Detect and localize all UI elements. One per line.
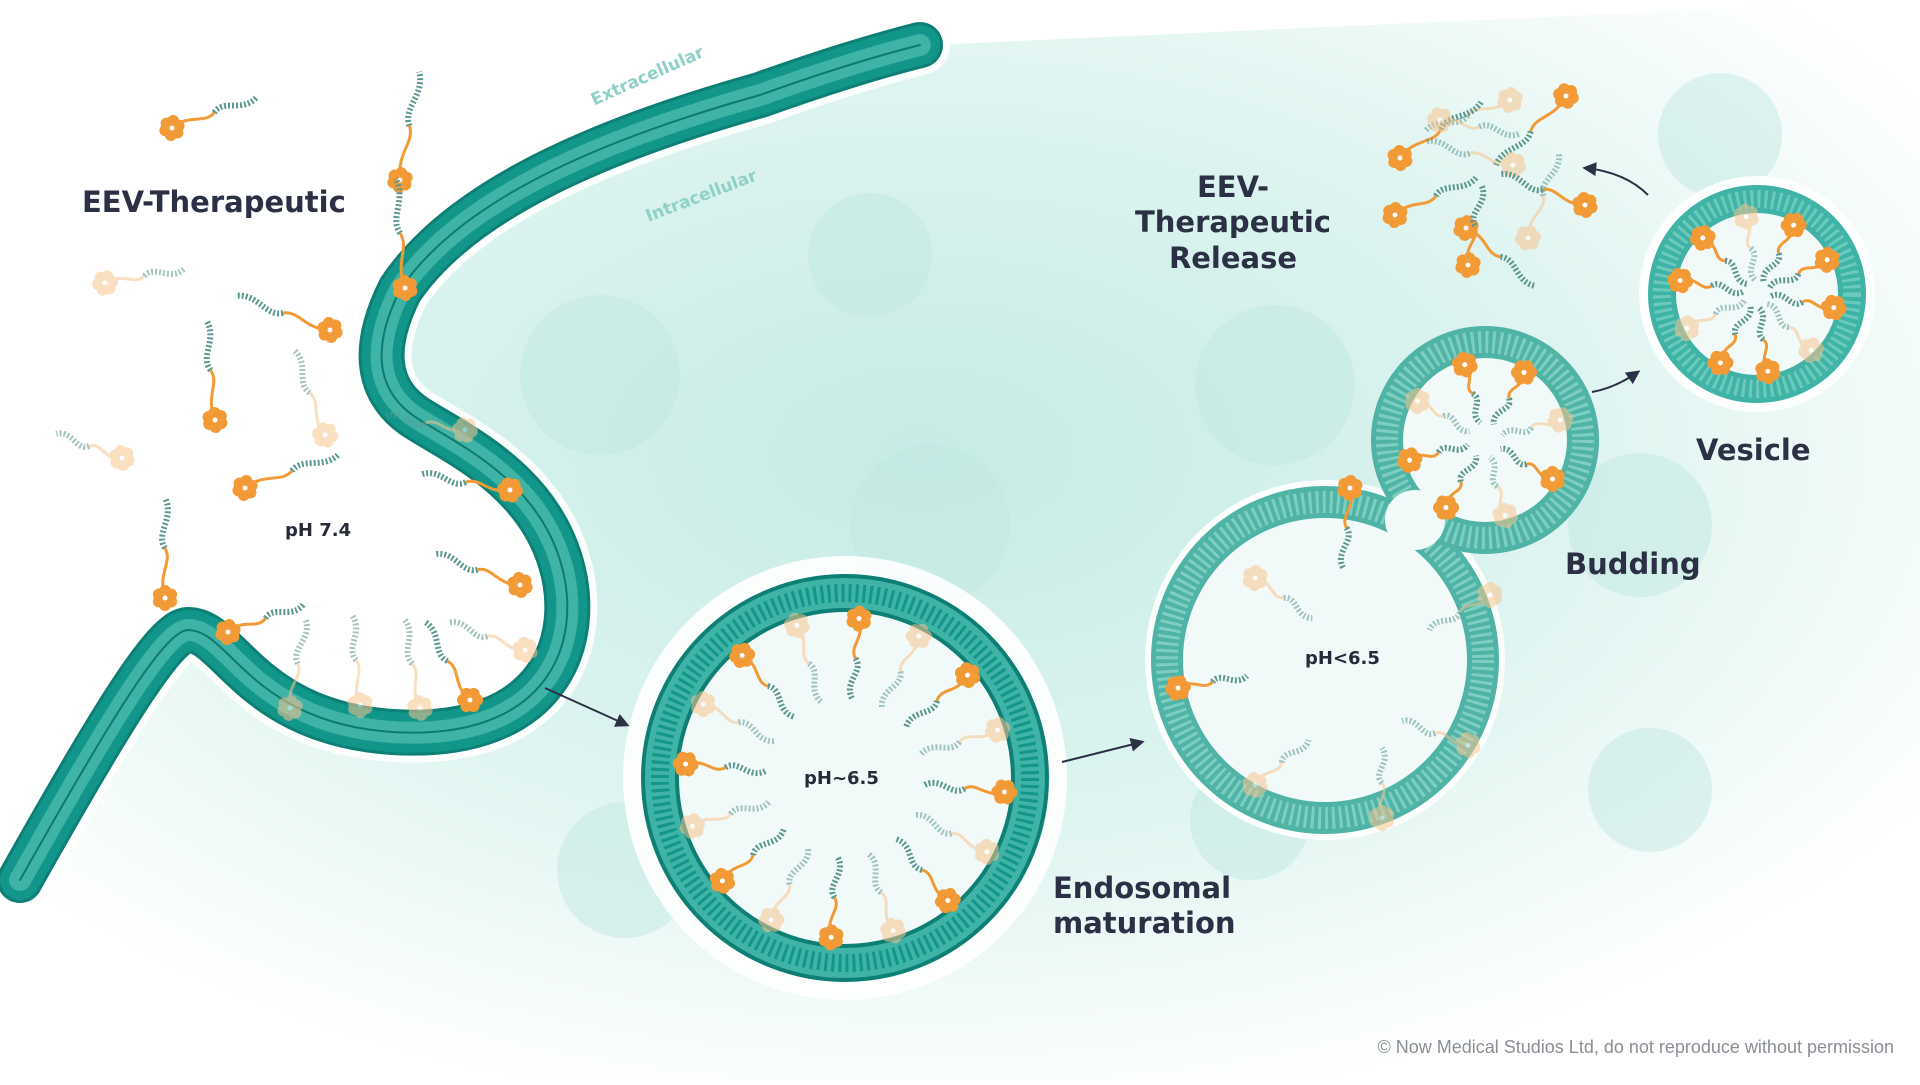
peptide-molecule bbox=[92, 266, 186, 296]
peptide-molecule bbox=[277, 618, 310, 721]
peptide-molecule bbox=[923, 779, 1018, 805]
peptide-molecule bbox=[434, 551, 533, 598]
release-line1: EEV-Therapeutic bbox=[1134, 170, 1332, 240]
arrow-to-maturation bbox=[1061, 737, 1145, 763]
peptide-molecule bbox=[1500, 445, 1565, 493]
peptide-molecule bbox=[1369, 746, 1395, 831]
peptide-molecule bbox=[401, 617, 433, 721]
peptide-molecule bbox=[159, 94, 259, 141]
peptide-molecule bbox=[449, 619, 538, 663]
peptide-molecule bbox=[878, 623, 932, 708]
arrow-to-endosome bbox=[544, 687, 630, 727]
peptide-molecule bbox=[1755, 305, 1781, 385]
peptide-molecule bbox=[291, 348, 338, 448]
ph-65-label: pH~6.5 bbox=[804, 768, 879, 789]
peptide-molecule bbox=[729, 642, 795, 720]
peptide-molecule bbox=[1401, 717, 1481, 758]
peptide-molecule bbox=[1492, 83, 1579, 168]
peptide-molecule bbox=[1426, 581, 1503, 632]
peptide-molecule bbox=[1515, 152, 1562, 251]
peptide-molecule bbox=[1766, 246, 1840, 290]
peptide-molecule bbox=[672, 751, 767, 777]
peptide-molecule bbox=[1689, 225, 1749, 287]
peptide-molecule bbox=[690, 691, 775, 745]
endosomal-line2: maturation bbox=[1053, 906, 1236, 941]
molecules bbox=[55, 70, 1847, 951]
peptide-molecule bbox=[1242, 564, 1313, 622]
peptide-molecule bbox=[1674, 298, 1748, 342]
peptide-molecule bbox=[1733, 203, 1759, 283]
peptide-molecule bbox=[1452, 351, 1483, 426]
process-arrows bbox=[544, 162, 1649, 763]
plasma-membrane bbox=[0, 15, 950, 910]
peptide-molecule bbox=[215, 602, 306, 645]
peptide-molecule bbox=[1396, 442, 1471, 473]
peptide-molecule bbox=[385, 411, 478, 443]
peptide-molecule bbox=[758, 848, 812, 933]
peptide-molecule bbox=[915, 811, 1000, 865]
peptide-molecule bbox=[1499, 407, 1574, 438]
copyright-notice: © Now Medical Studios Ltd, do not reprod… bbox=[1377, 1037, 1894, 1057]
peptide-molecule bbox=[1490, 360, 1538, 425]
release-line2: Release bbox=[1168, 240, 1298, 275]
peptide-molecule bbox=[709, 828, 787, 894]
vesicle-label: Vesicle bbox=[1696, 433, 1811, 467]
peptide-molecule bbox=[818, 856, 844, 951]
peptide-molecule bbox=[423, 619, 484, 713]
endosomal-maturation-label: Endosomal maturation bbox=[1053, 871, 1236, 942]
ph-74-label: pH 7.4 bbox=[285, 520, 352, 541]
peptide-molecule bbox=[1242, 738, 1312, 798]
peptide-molecule bbox=[919, 717, 1011, 757]
peptide-molecule bbox=[387, 70, 424, 193]
peptide-molecule bbox=[1499, 171, 1598, 218]
peptide-molecule bbox=[1769, 291, 1847, 321]
peptide-molecule bbox=[866, 852, 906, 944]
ph-below-65-label: pH<6.5 bbox=[1305, 648, 1380, 669]
peptide-molecule bbox=[202, 318, 228, 433]
peptide-molecule bbox=[784, 612, 824, 704]
peptide-molecule bbox=[420, 470, 523, 503]
peptide-molecule bbox=[152, 496, 178, 611]
peptide-molecule bbox=[1487, 454, 1518, 529]
peptide-molecule bbox=[1765, 301, 1825, 363]
peptide-molecule bbox=[347, 613, 373, 718]
budding-label: Budding bbox=[1565, 547, 1701, 581]
peptide-molecule bbox=[1432, 455, 1480, 520]
eev-therapeutic-label: EEV-Therapeutic bbox=[82, 185, 346, 219]
peptide-molecule bbox=[235, 292, 343, 343]
peptide-molecule bbox=[1382, 174, 1479, 229]
peptide-molecule bbox=[55, 430, 135, 471]
early-endosome bbox=[623, 556, 1067, 1000]
peptide-molecule bbox=[903, 662, 981, 728]
peptide-molecule bbox=[1165, 673, 1250, 701]
peptide-molecule bbox=[679, 799, 771, 839]
peptide-molecule bbox=[895, 836, 961, 914]
peptide-molecule bbox=[1707, 305, 1754, 376]
peptide-molecule bbox=[1427, 107, 1520, 139]
endosomal-line1: Endosomal bbox=[1053, 871, 1232, 905]
peptide-molecule bbox=[1455, 185, 1487, 278]
peptide-molecule bbox=[232, 451, 342, 501]
peptide-molecule bbox=[1337, 475, 1363, 570]
peptide-molecule bbox=[1405, 387, 1470, 435]
release-label: EEV-Therapeutic Release bbox=[1103, 170, 1363, 276]
arrow-to-release bbox=[1582, 162, 1649, 196]
arrow-to-vesicle bbox=[1591, 370, 1641, 393]
peptide-molecule bbox=[392, 176, 418, 301]
peptide-molecule bbox=[1760, 212, 1807, 283]
peptide-molecule bbox=[1667, 267, 1745, 297]
peptide-molecule bbox=[846, 605, 872, 700]
